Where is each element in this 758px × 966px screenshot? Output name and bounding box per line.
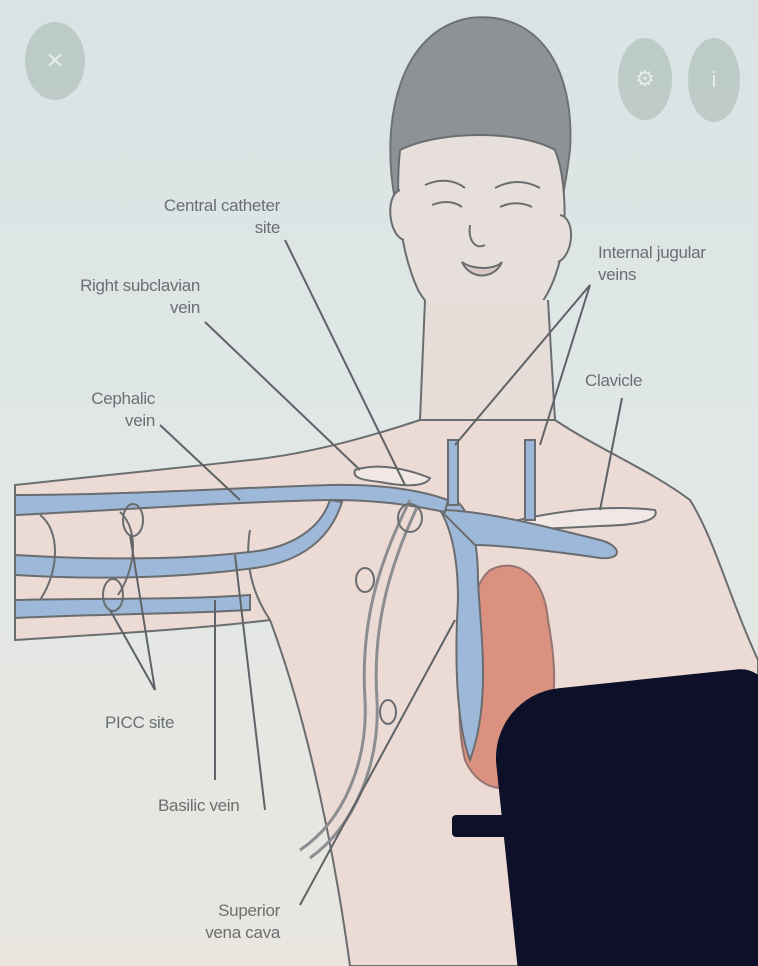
neck	[420, 300, 555, 420]
label-clavicle: Clavicle	[585, 370, 685, 392]
info-icon: i	[712, 67, 717, 93]
chair-armrest	[452, 815, 532, 837]
info-button[interactable]: i	[688, 38, 740, 122]
close-icon: ✕	[46, 48, 64, 74]
label-picc-site: PICC site	[105, 712, 215, 734]
label-cephalic-vein: Cephalic vein	[40, 388, 155, 432]
label-internal-jugular-veins: Internal jugular veins	[598, 242, 758, 286]
internal-jugular-vein	[448, 440, 458, 505]
label-central-catheter-site: Central catheter site	[95, 195, 280, 239]
close-button[interactable]: ✕	[25, 22, 85, 100]
label-basilic-vein: Basilic vein	[158, 795, 288, 817]
label-superior-vena-cava: Superior vena cava	[180, 900, 280, 944]
label-right-subclavian-vein: Right subclavian vein	[10, 275, 200, 319]
settings-button[interactable]: ⚙	[618, 38, 672, 120]
gear-icon: ⚙	[635, 66, 655, 92]
